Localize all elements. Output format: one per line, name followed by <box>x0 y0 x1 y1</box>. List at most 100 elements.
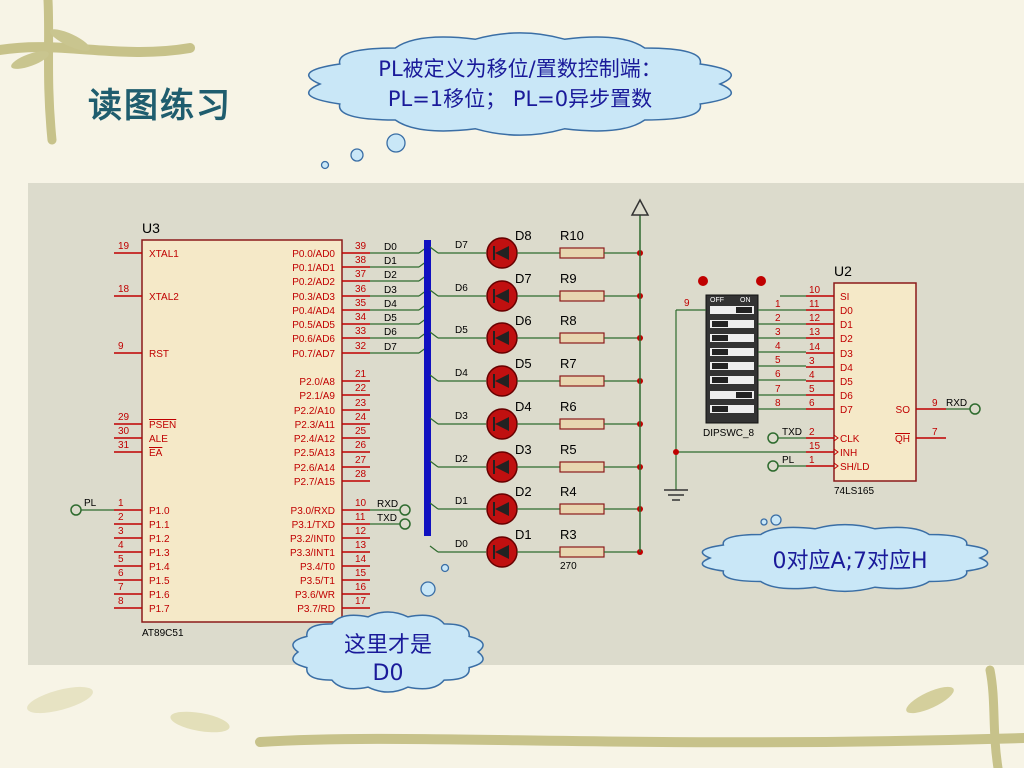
bus-entry <box>429 417 439 425</box>
resistor-name: R3 <box>560 527 577 542</box>
dip-switch-slot <box>710 391 754 399</box>
mcu-pin-label: RST <box>149 349 169 360</box>
callout-bottom-line2: D0 <box>372 661 404 686</box>
mcu-pin-label: P2.0/A8 <box>299 377 335 388</box>
cloud-right-tail <box>760 518 768 526</box>
dip-pin-number: 4 <box>775 341 781 352</box>
cloud-right-shape <box>701 523 989 593</box>
shiftreg-part: 74LS165 <box>834 486 874 497</box>
led-net-label: D4 <box>455 368 468 379</box>
resistor-name: R5 <box>560 442 577 457</box>
shiftreg-pin-label: D0 <box>840 306 853 317</box>
dip-pin-number: 6 <box>775 369 781 380</box>
cloud-right-tail <box>770 514 782 526</box>
mcu-pin-label: P2.6/A14 <box>294 463 336 474</box>
mcu-pin-label: XTAL2 <box>149 292 179 303</box>
led-triangle <box>495 331 509 345</box>
led-net-label: D3 <box>455 411 468 422</box>
dip-on-label: ON <box>740 297 751 304</box>
led-name: D5 <box>515 356 532 371</box>
callout-right: 0对应A;7对应H <box>772 549 928 574</box>
resistor-name: R10 <box>560 228 584 243</box>
mcu-pin-number: 5 <box>118 554 124 565</box>
resistor-name: R8 <box>560 313 577 328</box>
shiftreg-pin-label: INH <box>840 448 857 459</box>
led-name: D8 <box>515 228 532 243</box>
mcu-pin-number: 23 <box>355 398 367 409</box>
bus-entry <box>429 502 439 510</box>
p0-net-label: D5 <box>384 313 397 324</box>
cloud-top-tail <box>386 133 406 153</box>
mcu-pin-number: 15 <box>355 568 367 579</box>
led-name: D2 <box>515 484 532 499</box>
led-net-label: D0 <box>455 539 468 550</box>
bus-entry <box>429 460 439 468</box>
mcu-pin-label: P3.6/WR <box>295 590 335 601</box>
dip-switch-lever <box>736 307 752 313</box>
shiftreg-pin-label: D6 <box>840 391 853 402</box>
mcu-pin-label: P0.7/AD7 <box>292 349 335 360</box>
shiftreg-pin-number: 7 <box>932 427 938 438</box>
rxd-label-right: RXD <box>946 398 967 409</box>
shiftreg-pin-number: 9 <box>932 398 938 409</box>
bus-entry <box>429 289 439 297</box>
mcu-pin-number: 37 <box>355 269 367 280</box>
resistor-name: R6 <box>560 399 577 414</box>
mcu-pin-number: 39 <box>355 241 367 252</box>
mcu-pin-number: 11 <box>355 512 366 523</box>
led-name: D6 <box>515 313 532 328</box>
bus-entry <box>429 246 439 254</box>
p0-net-label: D7 <box>384 342 397 353</box>
mcu-pin-label: P2.2/A10 <box>294 406 336 417</box>
mcu-pin-label: P3.4/T0 <box>300 562 335 573</box>
dip-pin-number: 7 <box>775 384 781 395</box>
cloud-top <box>308 32 732 136</box>
mcu-pin-label: P2.1/A9 <box>299 391 335 402</box>
dip-switch-lever <box>736 392 752 398</box>
txd-label-right: TXD <box>782 427 802 438</box>
led-name: D1 <box>515 527 532 542</box>
shiftreg-pin-label: D5 <box>840 377 853 388</box>
dip-switch-slot <box>710 376 754 384</box>
led-net-label: D7 <box>455 240 468 251</box>
shiftreg-pin-number: 4 <box>809 370 815 381</box>
mcu-pin-label: P3.5/T1 <box>300 576 335 587</box>
shiftreg-pin-number: 3 <box>809 356 815 367</box>
dip-pin-number: 1 <box>775 299 781 310</box>
mcu-pin-label: P0.4/AD4 <box>292 306 335 317</box>
txd-terminal <box>399 518 411 530</box>
callout-top: PL被定义为移位/置数控制端： PL=1移位； PL=0异步置数 <box>300 54 740 114</box>
shiftreg-pin-number: 15 <box>809 441 821 452</box>
rxd-label: RXD <box>377 499 398 510</box>
mcu-pin-number: 16 <box>355 582 367 593</box>
shiftreg-body <box>833 282 917 482</box>
mcu-pin-number: 2 <box>118 512 124 523</box>
mcu-part: AT89C51 <box>142 628 184 639</box>
slide-title: 读图练习 <box>88 86 232 126</box>
mcu-ref: U3 <box>142 220 160 236</box>
mcu-pin-label: P1.1 <box>149 520 170 531</box>
dip-switch-lever <box>712 377 728 383</box>
dip-switch-lever <box>712 335 728 341</box>
mcu-pin-label: P0.5/AD5 <box>292 320 335 331</box>
shiftreg-pin-number: 5 <box>809 384 815 395</box>
cloud-bottom <box>292 611 484 693</box>
mcu-pin-label: P1.5 <box>149 576 170 587</box>
shiftreg-pin-label: SI <box>840 292 849 303</box>
dip-switch-slot <box>710 405 754 413</box>
dip-switch-slot <box>710 334 754 342</box>
mcu-pin-number: 36 <box>355 284 367 295</box>
vcc-symbol <box>630 198 650 216</box>
bus-entry <box>429 545 439 553</box>
cloud-bottom-tail <box>420 581 436 597</box>
mcu-pin-number: 31 <box>118 440 130 451</box>
mcu-pin-label: P2.5/A13 <box>294 448 336 459</box>
shiftreg-pin-number: 10 <box>809 285 821 296</box>
clock-marker <box>833 434 839 442</box>
cloud-top-tail <box>320 160 330 170</box>
cloud-top-tail <box>350 148 364 162</box>
p0-net-label: D3 <box>384 285 397 296</box>
inh-junction <box>673 449 679 455</box>
callout-top-line2: PL=1移位； PL=0异步置数 <box>387 87 653 111</box>
